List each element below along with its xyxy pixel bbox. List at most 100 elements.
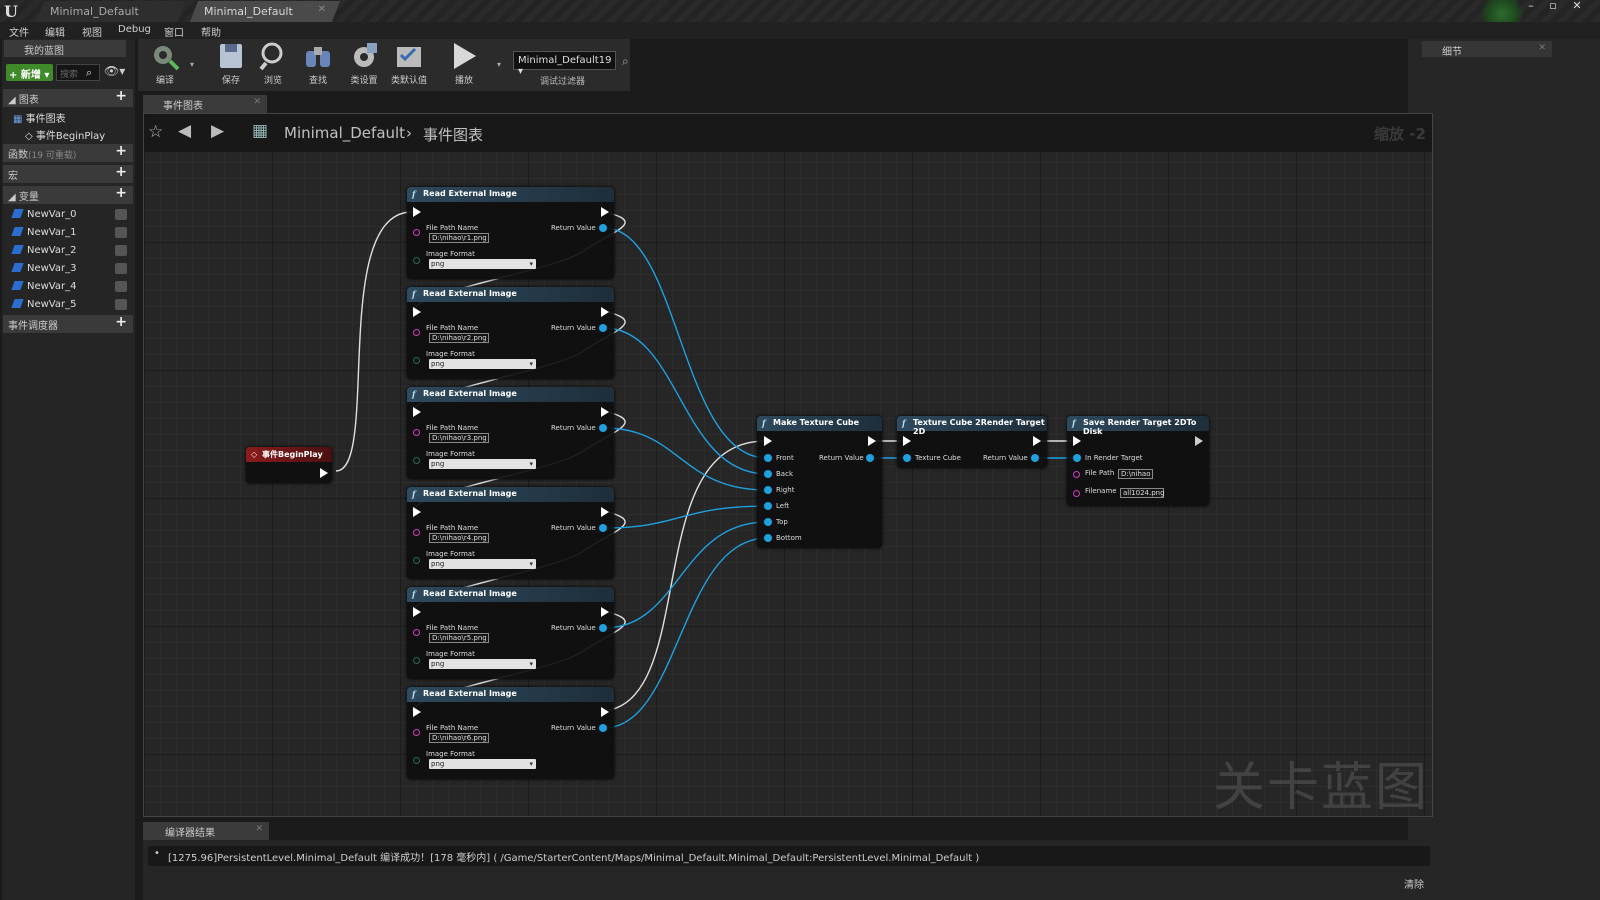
file-path-input[interactable]: D:\nihao bbox=[1118, 469, 1153, 479]
exec-in-pin[interactable] bbox=[764, 436, 772, 446]
visibility-icon[interactable] bbox=[115, 227, 127, 238]
class-settings-button[interactable]: 类设置 bbox=[341, 41, 387, 89]
exec-in-pin[interactable] bbox=[1073, 436, 1081, 446]
variable-item[interactable]: NewVar_3 bbox=[3, 260, 133, 278]
section-macros[interactable]: 宏+ bbox=[3, 164, 133, 183]
close-icon[interactable]: ✕ bbox=[1538, 43, 1546, 53]
star-icon[interactable]: ☆ bbox=[148, 122, 164, 142]
variable-item[interactable]: NewVar_2 bbox=[3, 242, 133, 260]
menu-file[interactable]: 文件 bbox=[9, 28, 29, 39]
section-graphs[interactable]: ◢ 图表+ bbox=[3, 88, 133, 107]
file-path-input[interactable]: D:\nihao\r1.png bbox=[429, 233, 489, 243]
window-close-icon[interactable]: ✕ bbox=[1572, 0, 1582, 12]
return-value-pin[interactable] bbox=[1031, 454, 1039, 462]
save-button[interactable]: 保存 bbox=[208, 41, 254, 89]
breadcrumb-leaf[interactable]: 事件图表 bbox=[423, 126, 484, 144]
image-format-dropdown[interactable]: png bbox=[429, 559, 536, 569]
variable-item[interactable]: NewVar_0 bbox=[3, 206, 133, 224]
close-icon[interactable]: ✕ bbox=[317, 4, 326, 15]
exec-in-pin[interactable] bbox=[413, 307, 421, 317]
variable-item[interactable]: NewVar_5 bbox=[3, 296, 133, 314]
return-value-pin[interactable] bbox=[599, 224, 607, 232]
section-event-dispatchers[interactable]: 事件调度器+ bbox=[3, 314, 133, 333]
debug-object-dropdown[interactable]: Minimal_Default19 ▾ bbox=[513, 51, 616, 77]
file-path-pin[interactable] bbox=[413, 529, 420, 536]
section-variables[interactable]: ◢ 变量+ bbox=[3, 185, 133, 204]
file-path-pin[interactable] bbox=[413, 329, 420, 336]
texture-cube-pin[interactable] bbox=[903, 454, 911, 462]
eye-dropdown-icon[interactable]: 👁︎▾ bbox=[104, 64, 126, 78]
breadcrumb-root[interactable]: Minimal_Default bbox=[284, 124, 406, 142]
top-pin[interactable] bbox=[764, 518, 772, 526]
file-path-input[interactable]: D:\nihao\r5.png bbox=[429, 633, 489, 643]
find-button[interactable]: 查找 bbox=[295, 41, 341, 89]
file-path-input[interactable]: D:\nihao\r4.png bbox=[429, 533, 489, 543]
tab-event-graph[interactable]: 事件图表✕ bbox=[143, 95, 267, 113]
exec-in-pin[interactable] bbox=[413, 707, 421, 717]
compile-button[interactable]: 编译 bbox=[142, 41, 188, 89]
image-format-pin[interactable] bbox=[413, 457, 420, 464]
tree-event-graph[interactable]: ▦ 事件图表 bbox=[3, 108, 133, 125]
image-format-pin[interactable] bbox=[413, 657, 420, 664]
back-pin[interactable] bbox=[764, 470, 772, 478]
tab-my-blueprint[interactable]: 我的蓝图 bbox=[4, 40, 126, 57]
exec-out-pin[interactable] bbox=[601, 407, 609, 417]
return-value-pin[interactable] bbox=[599, 724, 607, 732]
image-format-dropdown[interactable]: png bbox=[429, 659, 536, 669]
left-pin[interactable] bbox=[764, 502, 772, 510]
return-value-pin[interactable] bbox=[599, 624, 607, 632]
tab-minimal-default-2[interactable]: Minimal_Default✕ bbox=[190, 1, 340, 22]
plus-icon[interactable]: + bbox=[115, 143, 127, 159]
exec-in-pin[interactable] bbox=[413, 407, 421, 417]
return-value-pin[interactable] bbox=[599, 424, 607, 432]
file-path-input[interactable]: D:\nihao\r6.png bbox=[429, 733, 489, 743]
right-pin[interactable] bbox=[764, 486, 772, 494]
search-input[interactable]: 搜索 bbox=[56, 64, 100, 81]
exec-out-pin[interactable] bbox=[601, 307, 609, 317]
menu-edit[interactable]: 编辑 bbox=[45, 28, 65, 39]
file-path-pin[interactable] bbox=[413, 229, 420, 236]
menu-debug[interactable]: Debug bbox=[118, 24, 151, 35]
image-format-pin[interactable] bbox=[413, 357, 420, 364]
forward-arrow-icon[interactable]: ▶ bbox=[211, 121, 225, 141]
image-format-dropdown[interactable]: png bbox=[429, 259, 536, 269]
close-icon[interactable]: ✕ bbox=[255, 824, 263, 834]
image-format-pin[interactable] bbox=[413, 257, 420, 264]
image-format-pin[interactable] bbox=[413, 757, 420, 764]
exec-in-pin[interactable] bbox=[413, 507, 421, 517]
exec-out-pin[interactable] bbox=[1195, 436, 1203, 446]
visibility-icon[interactable] bbox=[115, 281, 127, 292]
in-render-target-pin[interactable] bbox=[1073, 454, 1081, 462]
file-path-input[interactable]: D:\nihao\r2.png bbox=[429, 333, 489, 343]
visibility-icon[interactable] bbox=[115, 245, 127, 256]
plus-icon[interactable]: + bbox=[115, 314, 127, 330]
plus-icon[interactable]: + bbox=[115, 164, 127, 180]
play-button[interactable]: 播放 bbox=[441, 41, 487, 89]
tab-details[interactable]: 细节✕ bbox=[1422, 41, 1552, 58]
file-path-pin[interactable] bbox=[413, 429, 420, 436]
exec-in-pin[interactable] bbox=[413, 207, 421, 217]
maximize-icon[interactable]: ▫ bbox=[1549, 0, 1557, 12]
exec-in-pin[interactable] bbox=[413, 607, 421, 617]
image-format-pin[interactable] bbox=[413, 557, 420, 564]
image-format-dropdown[interactable]: png bbox=[429, 459, 536, 469]
clear-button[interactable]: 清除 bbox=[1404, 880, 1424, 891]
variable-item[interactable]: NewVar_1 bbox=[3, 224, 133, 242]
browse-button[interactable]: 浏览 bbox=[250, 41, 296, 89]
add-new-button[interactable]: + 新增 ▾ bbox=[6, 64, 53, 81]
exec-out-pin[interactable] bbox=[601, 507, 609, 517]
visibility-icon[interactable] bbox=[115, 209, 127, 220]
return-value-pin[interactable] bbox=[599, 324, 607, 332]
tab-compiler-results[interactable]: 编译器结果✕ bbox=[143, 822, 269, 840]
plus-icon[interactable]: + bbox=[115, 185, 127, 201]
back-arrow-icon[interactable]: ◀ bbox=[178, 121, 192, 141]
